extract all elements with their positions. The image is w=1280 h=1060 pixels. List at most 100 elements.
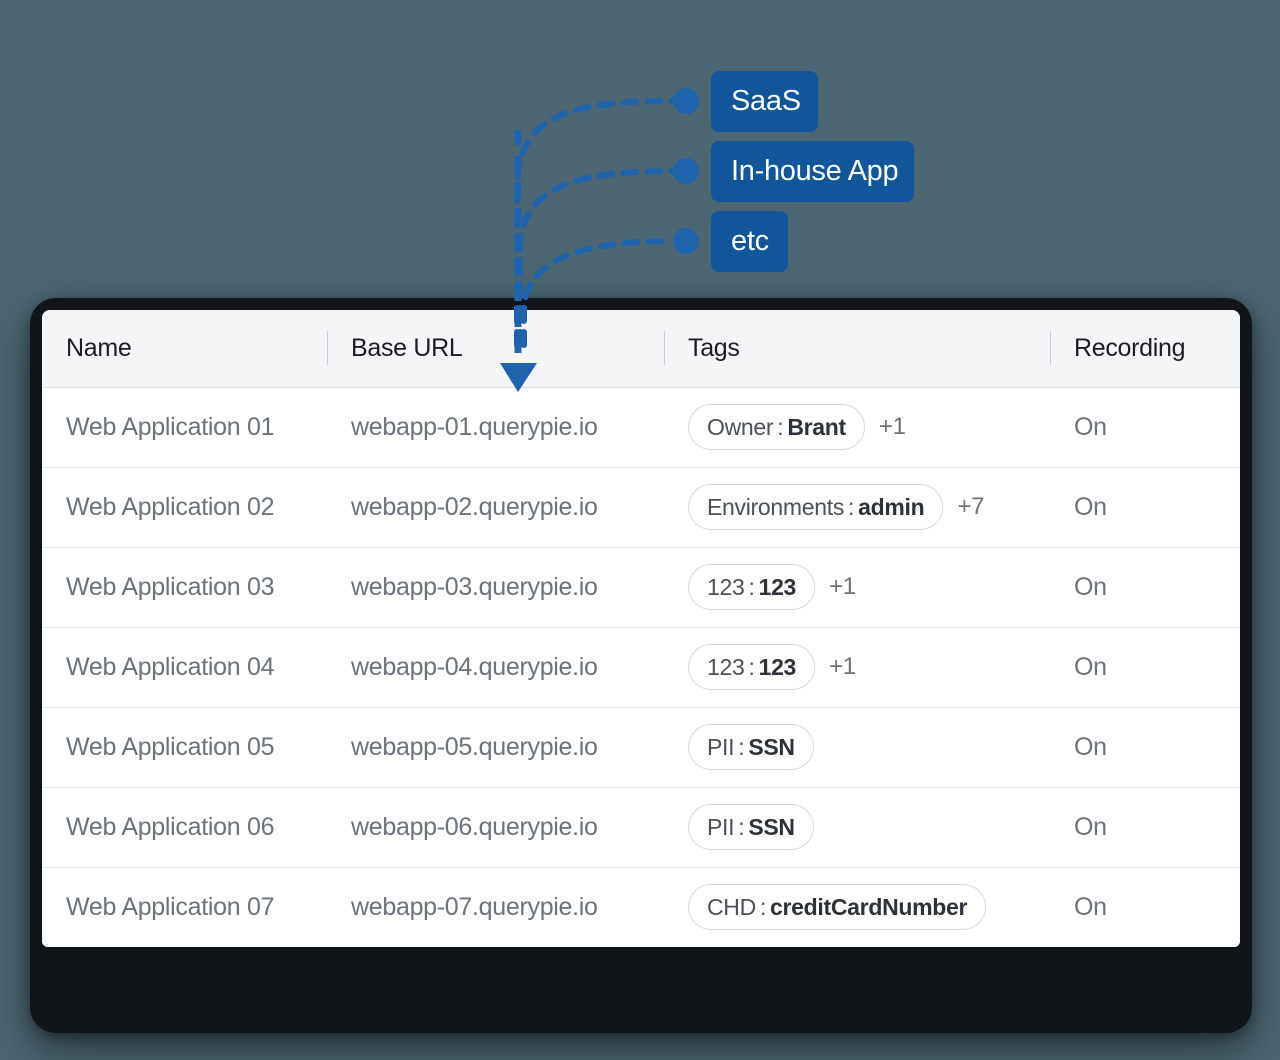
connector-dot-saas bbox=[673, 88, 699, 114]
column-header-base-url-label: Base URL bbox=[351, 333, 463, 362]
tag-value: SSN bbox=[748, 733, 795, 760]
recording-status: On bbox=[1074, 812, 1107, 841]
cell-name: Web Application 04 bbox=[66, 652, 275, 681]
tag-value: Brant bbox=[787, 413, 846, 440]
cell-tags: Owner:Brant +1 bbox=[664, 387, 1050, 467]
applications-table-card: Name Base URL Tags Recording Web Applica… bbox=[42, 310, 1240, 947]
tag-separator: : bbox=[738, 813, 745, 840]
tag-overflow-count[interactable]: +1 bbox=[829, 653, 856, 680]
cell-tags: Environments:admin +7 bbox=[664, 467, 1050, 547]
cell-recording: On bbox=[1050, 627, 1240, 707]
column-header-recording[interactable]: Recording bbox=[1050, 310, 1240, 387]
callout-label-saas: SaaS bbox=[731, 85, 801, 117]
tag-key: Environments bbox=[707, 493, 845, 520]
tag-list: 123:123 +1 bbox=[688, 564, 1050, 610]
tag-list: CHD:creditCardNumber bbox=[688, 884, 1050, 931]
cell-recording: On bbox=[1050, 467, 1240, 547]
callout-label-etc: etc bbox=[731, 225, 769, 257]
table-row[interactable]: Web Application 01 webapp-01.querypie.io O… bbox=[42, 387, 1240, 467]
tag-list: PII:SSN bbox=[688, 804, 1050, 850]
table-header: Name Base URL Tags Recording bbox=[42, 310, 1240, 387]
cell-base-url: webapp-05.querypie.io bbox=[351, 732, 598, 761]
tag-chip[interactable]: PII:SSN bbox=[688, 804, 814, 850]
cell-base-url: webapp-04.querypie.io bbox=[351, 652, 598, 681]
callout-box-in-house-app: In-house App bbox=[711, 141, 914, 202]
tag-key: 123 bbox=[707, 573, 745, 600]
tag-chip[interactable]: PII:SSN bbox=[688, 724, 814, 770]
tag-separator: : bbox=[748, 653, 755, 680]
tag-list: Owner:Brant +1 bbox=[688, 404, 1050, 450]
callout-label-in-house-app: In-house App bbox=[731, 155, 899, 187]
cell-base-url: webapp-06.querypie.io bbox=[351, 812, 598, 841]
tag-separator: : bbox=[738, 733, 745, 760]
recording-status: On bbox=[1074, 732, 1107, 761]
tag-chip[interactable]: Owner:Brant bbox=[688, 404, 865, 450]
table-row[interactable]: Web Application 05 webapp-05.querypie.io P… bbox=[42, 707, 1240, 787]
tag-overflow-count[interactable]: +1 bbox=[829, 573, 856, 600]
tag-list: 123:123 +1 bbox=[688, 644, 1050, 690]
column-header-tags[interactable]: Tags bbox=[664, 310, 1050, 387]
tag-separator: : bbox=[759, 893, 767, 920]
cell-base-url: webapp-01.querypie.io bbox=[351, 412, 598, 441]
column-header-recording-label: Recording bbox=[1074, 333, 1186, 362]
tag-chip[interactable]: 123:123 bbox=[688, 564, 816, 610]
table-header-row: Name Base URL Tags Recording bbox=[42, 310, 1240, 387]
tag-separator: : bbox=[848, 493, 855, 520]
cell-base-url: webapp-07.querypie.io bbox=[351, 892, 598, 921]
cell-name: Web Application 07 bbox=[66, 892, 275, 921]
cell-tags: 123:123 +1 bbox=[664, 547, 1050, 627]
tag-value: 123 bbox=[758, 573, 797, 600]
table-row[interactable]: Web Application 06 webapp-06.querypie.io P… bbox=[42, 787, 1240, 867]
table-row[interactable]: Web Application 02 webapp-02.querypie.io E… bbox=[42, 467, 1240, 547]
tag-value: creditCardNumber bbox=[770, 893, 968, 920]
cell-tags: PII:SSN bbox=[664, 787, 1050, 867]
tag-key: PII bbox=[707, 733, 735, 760]
cell-name: Web Application 03 bbox=[66, 572, 275, 601]
cell-name: Web Application 02 bbox=[66, 492, 275, 521]
connector-dot-inhouse bbox=[673, 158, 699, 184]
tag-value: 123 bbox=[758, 653, 797, 680]
recording-status: On bbox=[1074, 572, 1107, 601]
tag-value: SSN bbox=[748, 813, 795, 840]
tag-list: PII:SSN bbox=[688, 724, 1050, 770]
cell-base-url: webapp-02.querypie.io bbox=[351, 492, 598, 521]
column-header-tags-label: Tags bbox=[688, 333, 740, 362]
tag-list: Environments:admin +7 bbox=[688, 484, 1050, 530]
tag-chip[interactable]: CHD:creditCardNumber bbox=[688, 884, 987, 931]
table-row[interactable]: Web Application 03 webapp-03.querypie.io 1… bbox=[42, 547, 1240, 627]
tag-chip[interactable]: Environments:admin bbox=[688, 484, 944, 530]
cell-recording: On bbox=[1050, 707, 1240, 787]
cell-name: Web Application 01 bbox=[66, 412, 275, 441]
cell-name: Web Application 05 bbox=[66, 732, 275, 761]
table-row[interactable]: Web Application 07 webapp-07.querypie.io C… bbox=[42, 867, 1240, 947]
cell-name: Web Application 06 bbox=[66, 812, 275, 841]
table-row[interactable]: Web Application 04 webapp-04.querypie.io 1… bbox=[42, 627, 1240, 707]
recording-status: On bbox=[1074, 492, 1107, 521]
tag-value: admin bbox=[858, 493, 925, 520]
recording-status: On bbox=[1074, 892, 1107, 921]
callout-box-etc: etc bbox=[711, 211, 788, 272]
recording-status: On bbox=[1074, 652, 1107, 681]
cell-base-url: webapp-03.querypie.io bbox=[351, 572, 598, 601]
cell-tags: 123:123 +1 bbox=[664, 627, 1050, 707]
tag-key: 123 bbox=[707, 653, 745, 680]
tag-chip[interactable]: 123:123 bbox=[688, 644, 816, 690]
cell-recording: On bbox=[1050, 547, 1240, 627]
column-header-base-url[interactable]: Base URL bbox=[327, 310, 664, 387]
column-header-name[interactable]: Name bbox=[42, 310, 327, 387]
recording-status: On bbox=[1074, 412, 1107, 441]
cell-recording: On bbox=[1050, 387, 1240, 467]
tag-overflow-count[interactable]: +1 bbox=[878, 413, 906, 440]
callout-box-saas: SaaS bbox=[711, 71, 818, 132]
column-header-name-label: Name bbox=[66, 333, 132, 362]
cell-tags: PII:SSN bbox=[664, 707, 1050, 787]
cell-recording: On bbox=[1050, 787, 1240, 867]
tag-key: CHD bbox=[707, 893, 756, 920]
tag-separator: : bbox=[777, 413, 784, 440]
tag-key: Owner bbox=[707, 413, 774, 440]
tag-overflow-count[interactable]: +7 bbox=[957, 493, 985, 520]
cell-recording: On bbox=[1050, 867, 1240, 947]
tag-key: PII bbox=[707, 813, 735, 840]
cell-tags: CHD:creditCardNumber bbox=[664, 867, 1050, 947]
